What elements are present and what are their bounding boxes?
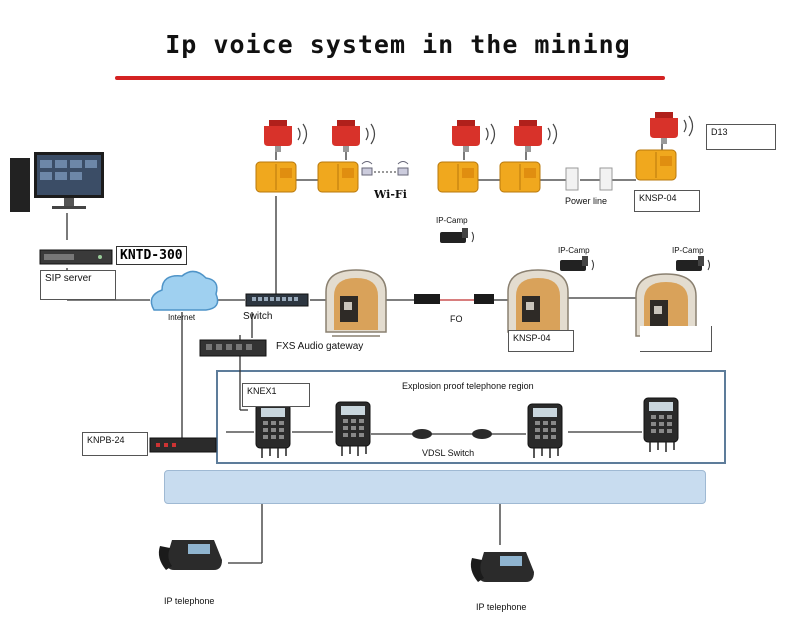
wifi-ap-icon <box>397 161 409 176</box>
power-line-label: Power line <box>565 196 608 206</box>
fiber-converter-icon <box>414 294 440 304</box>
vdsl-box-icon <box>472 429 492 439</box>
backbone-band <box>164 470 706 504</box>
knpb-device-icon <box>149 437 217 453</box>
knex1-label: KNEX1 <box>242 383 310 407</box>
ip-phone-label-2: IP telephone <box>476 602 527 612</box>
desk-phone-icon <box>470 552 534 582</box>
beacon-icon <box>649 111 694 145</box>
ip-phone-label-1: IP telephone <box>164 596 215 606</box>
kntd-label: KNTD-300 <box>116 246 187 265</box>
powerline-modem-icon <box>565 167 579 191</box>
yellow-phone-icon <box>255 161 297 193</box>
knsp-top-label: KNSP-04 <box>634 190 700 212</box>
vdsl-label: VDSL Switch <box>422 448 475 458</box>
beacon-icon <box>513 119 558 153</box>
switch-label: Switch <box>243 311 273 322</box>
knpb-label: KNPB-24 <box>82 432 148 456</box>
cloud-icon <box>150 270 219 311</box>
fiber-converter-icon <box>474 294 494 304</box>
beacon-icon <box>263 119 308 153</box>
fxs-label: FXS Audio gateway <box>276 341 364 352</box>
vdsl-box-icon <box>412 429 432 439</box>
ip-cam-label-1: IP-Camp <box>436 216 468 225</box>
wifi-label: Wi-Fi <box>374 188 407 201</box>
acoustic-hood-icon <box>507 269 569 337</box>
desk-phone-icon <box>158 540 222 570</box>
ip-camera-icon <box>675 255 710 272</box>
ip-cam-label-2: IP-Camp <box>558 246 590 255</box>
ip-cam-label-3: IP-Camp <box>672 246 704 255</box>
hood-3-label-box <box>640 326 712 352</box>
fxs-gateway-icon <box>199 339 267 357</box>
explosion-proof-phone-icon <box>527 403 563 459</box>
fo-label: FO <box>450 314 463 324</box>
yellow-phone-icon <box>437 161 479 193</box>
diagram-title: Ip voice system in the mining <box>165 30 631 59</box>
yellow-phone-icon <box>317 161 359 193</box>
yellow-phone-icon <box>635 149 677 181</box>
computer-icon <box>10 152 104 212</box>
internet-label: Internet <box>168 313 196 322</box>
explosion-proof-phone-icon <box>643 397 679 453</box>
server-rack-icon <box>39 249 113 265</box>
knsp-mid-label: KNSP-04 <box>508 330 574 352</box>
network-switch-icon <box>245 293 309 307</box>
explosion-proof-phone-icon <box>335 401 371 457</box>
yellow-phone-icon <box>499 161 541 193</box>
sip-server-label: SIP server <box>40 270 116 300</box>
title-underline <box>115 76 665 80</box>
beacon-icon <box>451 119 496 153</box>
ip-camera-icon <box>559 255 594 272</box>
beacon-icon <box>331 119 376 153</box>
connection-lines <box>66 140 663 564</box>
d13-label: D13 <box>706 124 776 150</box>
explosion-proof-region <box>216 370 726 464</box>
ip-camera-icon <box>439 227 474 244</box>
wifi-ap-icon <box>361 161 373 176</box>
region-label: Explosion proof telephone region <box>402 381 534 391</box>
explosion-proof-phone-icon <box>255 403 291 459</box>
powerline-modem-icon <box>599 167 613 191</box>
acoustic-hood-icon <box>325 269 387 337</box>
